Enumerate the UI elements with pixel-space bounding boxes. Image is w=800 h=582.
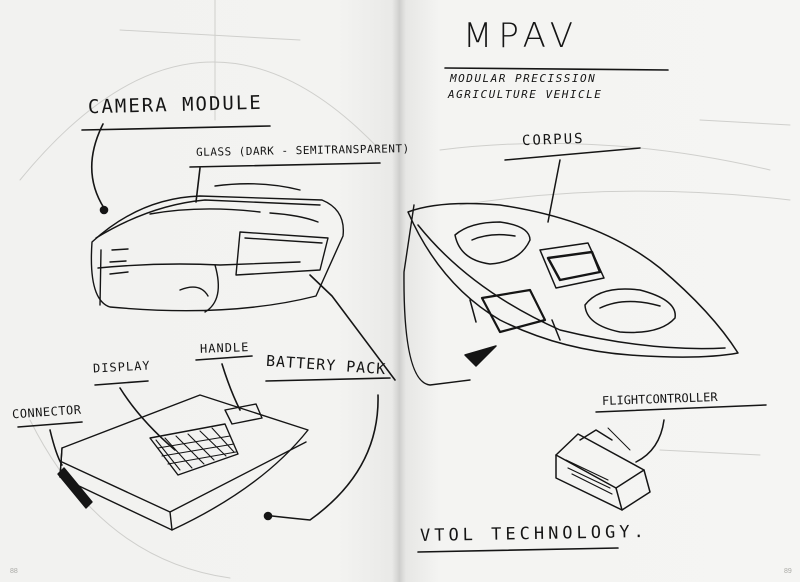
- vtol-underline: [417, 547, 619, 553]
- right-page: [399, 0, 800, 582]
- camera-leader-lines: [81, 123, 381, 215]
- subtitle-line-1: MODULAR PRECISSION: [450, 72, 597, 85]
- flightcontroller-sketch: [555, 404, 767, 511]
- right-page-number: 89: [784, 568, 792, 575]
- handle-label: HANDLE: [199, 340, 250, 356]
- title-underlines: [444, 67, 669, 71]
- battery-leader-lines: [17, 274, 396, 521]
- battery-pack-sketch: [57, 394, 309, 531]
- vtol-label: VTOL TECHNOLOGY.: [419, 522, 648, 546]
- camera-module-label: CAMERA MODULE: [87, 91, 263, 119]
- corpus-label: CORPUS: [521, 130, 585, 150]
- book-gutter: [392, 0, 406, 582]
- camera-module-sketch: [90, 183, 345, 313]
- display-hatching: [155, 427, 237, 471]
- corpus-sketch: [403, 147, 739, 386]
- mpav-title: MPAV: [463, 16, 580, 56]
- display-label: DISPLAY: [92, 358, 151, 376]
- subtitle-line-2: AGRICULTURE VEHICLE: [448, 88, 603, 101]
- construction-lines: [19, 0, 791, 579]
- left-page-number: 88: [10, 568, 18, 575]
